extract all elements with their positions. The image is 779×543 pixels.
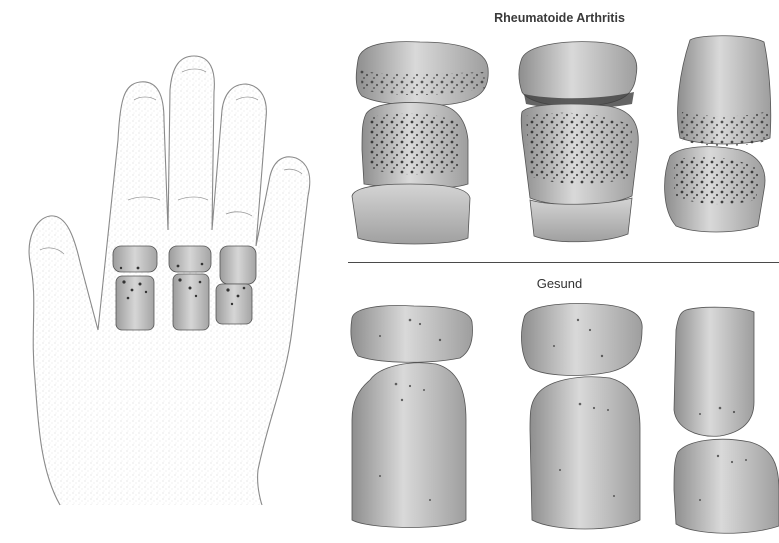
ra-joint-3	[665, 36, 771, 232]
hand-drawing	[0, 0, 335, 543]
joint-renders	[340, 0, 779, 543]
joint-comparison-panel: Rheumatoide Arthritis Gesund	[340, 0, 779, 543]
hand-joint-ring	[216, 246, 256, 324]
ra-joint-1	[352, 42, 488, 244]
hand-illustration	[0, 0, 335, 543]
hand-joint-middle	[169, 246, 211, 330]
healthy-joint-2	[522, 304, 643, 529]
hand-outline	[29, 56, 310, 505]
healthy-joint-3	[674, 307, 779, 533]
hand-joint-index	[113, 246, 157, 330]
healthy-joint-1	[351, 306, 473, 528]
ra-joint-2	[519, 42, 638, 242]
